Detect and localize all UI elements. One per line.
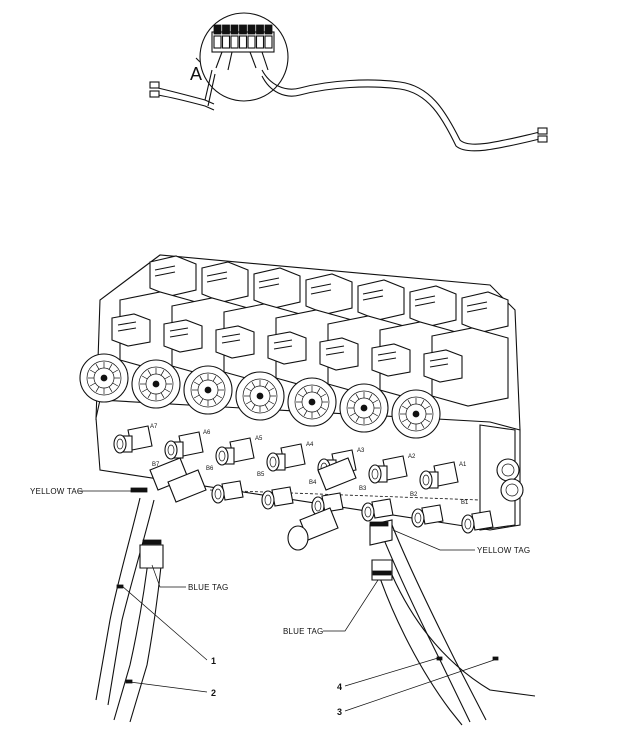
callout-yellow-tag-left: YELLOW TAG <box>30 487 140 496</box>
item-number-1: 1 <box>121 585 216 666</box>
port-label-a6: A6 <box>203 430 211 436</box>
port-fitting-b <box>471 510 494 531</box>
port-labels: A7 B7 A6 B6 A5 B5 A4 B4 A3 B3 A2 B2 A1 B… <box>150 424 469 506</box>
hose-end-fitting-right <box>317 457 357 491</box>
mini-solenoid <box>247 24 256 35</box>
svg-text:2: 2 <box>211 688 216 698</box>
port-label-a5: A5 <box>255 436 263 442</box>
mini-section <box>264 35 273 49</box>
mini-solenoid <box>256 24 264 35</box>
solenoid-connector <box>149 255 197 297</box>
port-label-a3: A3 <box>357 448 365 454</box>
overview-hose-routing <box>149 69 548 152</box>
item-number-3: 3 <box>337 659 495 717</box>
port-label-a7: A7 <box>150 424 158 430</box>
mini-solenoid <box>213 24 222 35</box>
callout-yellow-tag-right: YELLOW TAG <box>392 529 530 555</box>
callout-blue-tag-left: BLUE TAG <box>151 564 228 592</box>
detail-a-valve-bank-icon <box>211 24 275 71</box>
solenoid-connector <box>357 279 405 321</box>
item-number-4: 4 <box>337 657 439 692</box>
mini-solenoid <box>222 24 230 35</box>
port-label-b7: B7 <box>152 462 160 468</box>
solenoid-connector <box>305 273 353 315</box>
svg-text:3: 3 <box>337 707 342 717</box>
port-fitting-b <box>271 486 294 507</box>
port-label-b4: B4 <box>309 480 317 486</box>
port-label-b6: B6 <box>206 466 214 472</box>
solenoid-connector <box>201 261 249 303</box>
mini-solenoid <box>239 24 247 35</box>
coil-connector <box>319 337 359 371</box>
port-label-b5: B5 <box>257 472 265 478</box>
port-label-a1: A1 <box>459 462 467 468</box>
detail-a-label: A <box>190 64 202 84</box>
mini-section <box>221 35 231 49</box>
coil-connector <box>267 331 307 365</box>
coil-connector <box>423 349 463 383</box>
coil-connector <box>371 343 411 377</box>
svg-text:BLUE TAG: BLUE TAG <box>188 583 228 592</box>
port-label-b1: B1 <box>461 500 469 506</box>
mini-section <box>213 35 222 49</box>
mini-section <box>230 35 239 49</box>
solenoid-connector <box>461 291 509 333</box>
port-fitting-b <box>371 498 394 519</box>
mini-solenoid <box>264 24 273 35</box>
port-label-a2: A2 <box>408 454 416 460</box>
mini-section <box>238 35 248 49</box>
item-number-2: 2 <box>129 681 216 698</box>
hose-end-fitting-left <box>167 469 207 503</box>
svg-text:YELLOW TAG: YELLOW TAG <box>30 487 83 496</box>
hose-assemblies <box>95 487 536 726</box>
port-fitting-b <box>321 492 344 513</box>
callout-blue-tag-right: BLUE TAG <box>283 579 379 636</box>
svg-text:1: 1 <box>211 656 216 666</box>
port-label-b2: B2 <box>410 492 418 498</box>
svg-text:YELLOW TAG: YELLOW TAG <box>477 546 530 555</box>
end-plate-port-fittings <box>496 458 524 502</box>
port-label-a4: A4 <box>306 442 314 448</box>
valve-section <box>391 291 509 439</box>
coil-connector <box>163 319 203 353</box>
coil-connector <box>111 313 151 347</box>
port-label-b3: B3 <box>359 486 367 492</box>
svg-text:BLUE TAG: BLUE TAG <box>283 627 323 636</box>
valve-bank <box>79 254 524 551</box>
mini-solenoid <box>230 24 239 35</box>
port-fitting-b <box>421 504 444 525</box>
detail-a-circle: A <box>190 12 289 102</box>
valve-section <box>79 255 197 403</box>
coil-connector <box>215 325 255 359</box>
mini-section <box>247 35 256 49</box>
solenoid-connector <box>409 285 457 327</box>
port-fitting-b <box>221 480 244 501</box>
svg-text:4: 4 <box>337 682 342 692</box>
solenoid-connector <box>253 267 301 309</box>
mini-section <box>255 35 265 49</box>
